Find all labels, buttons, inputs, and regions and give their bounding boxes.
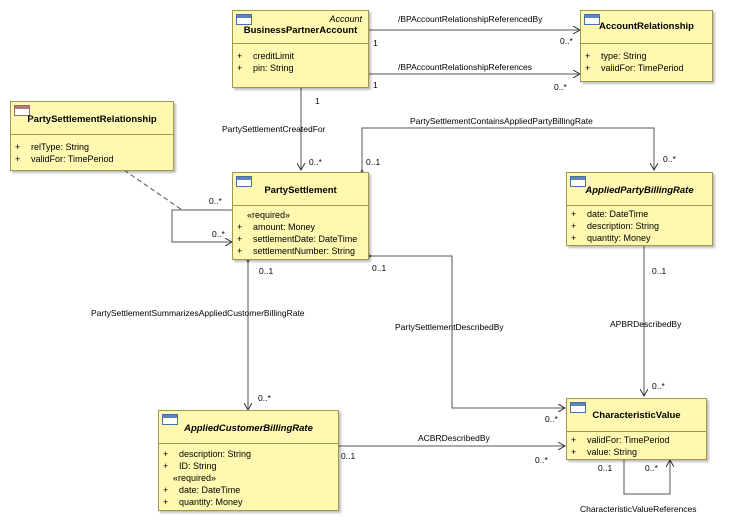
- class-attribute: +quantity: Money: [163, 497, 243, 507]
- multiplicity-label: 0..1: [598, 463, 613, 473]
- assoc-label-contains-apbr: PartySettlementContainsAppliedPartyBilli…: [410, 116, 593, 126]
- class-characteristic-value[interactable]: CharacteristicValue +validFor: TimePerio…: [566, 398, 707, 460]
- class-icon: [236, 14, 252, 25]
- class-attribute: +validFor: TimePeriod: [585, 63, 684, 73]
- assoc-label-described-by: PartySettlementDescribedBy: [395, 322, 504, 332]
- multiplicity-label: 0..*: [545, 414, 558, 424]
- assoc-contains-apbr-line: [362, 127, 654, 170]
- assoc-ps-self-line: [171, 209, 232, 242]
- assoc-label-created-for: PartySettlementCreatedFor: [222, 124, 326, 134]
- multiplicity-label: 0..*: [560, 36, 573, 46]
- multiplicity-label: 0..1: [652, 266, 667, 276]
- class-attribute: +settlementNumber: String: [237, 246, 356, 256]
- class-name: AppliedCustomerBillingRate: [184, 423, 313, 434]
- multiplicity-label: 0..*: [652, 381, 665, 391]
- assoc-label-references: /BPAccountRelationshipReferences: [398, 62, 533, 72]
- class-attribute: +amount: Money: [237, 222, 316, 232]
- assoc-label-cv-references: CharacteristicValueReferences: [580, 504, 697, 514]
- multiplicity-label: 0..*: [535, 455, 548, 465]
- class-name: AppliedPartyBillingRate: [585, 185, 694, 196]
- class-attribute: +type: String: [585, 51, 647, 61]
- assoc-label-referenced-by: /BPAccountRelationshipReferencedBy: [398, 14, 543, 24]
- assoc-label-apbr-described-by: APBRDescribedBy: [610, 319, 682, 329]
- class-attribute: +pin: String: [237, 63, 294, 73]
- class-attribute: +date: DateTime: [163, 485, 241, 495]
- class-attribute: +ID: String: [163, 461, 217, 471]
- stereotype-group-label: «required»: [247, 210, 291, 220]
- class-attribute: +description: String: [571, 221, 660, 231]
- class-icon: [584, 14, 600, 25]
- multiplicity-label: 0..*: [645, 463, 658, 473]
- multiplicity-label: 0..1: [259, 266, 274, 276]
- class-name: CharacteristicValue: [592, 410, 681, 421]
- multiplicity-label: 0..1: [366, 157, 381, 167]
- class-name: PartySettlementRelationship: [27, 114, 157, 125]
- class-party-settlement-relationship[interactable]: PartySettlementRelationship +relType: St…: [10, 101, 174, 171]
- class-stereotype: Account: [329, 14, 362, 24]
- class-attribute: +validFor: TimePeriod: [571, 435, 670, 445]
- class-icon: [570, 176, 586, 187]
- class-attribute: +quantity: Money: [571, 233, 651, 243]
- class-applied-customer-billing-rate[interactable]: AppliedCustomerBillingRate +description:…: [158, 410, 339, 511]
- class-attribute: +date: DateTime: [571, 209, 649, 219]
- class-attribute: +relType: String: [15, 142, 90, 152]
- multiplicity-label: 0..1: [372, 263, 387, 273]
- stereotype-group-label: «required»: [173, 473, 217, 483]
- multiplicity-label: 0..*: [309, 157, 322, 167]
- assoc-described-by-line: [371, 256, 565, 408]
- class-attribute: +settlementDate: DateTime: [237, 234, 358, 244]
- class-account-relationship[interactable]: AccountRelationship +type: String +valid…: [580, 10, 713, 82]
- multiplicity-label: 1: [315, 96, 320, 106]
- class-attribute: +value: String: [571, 447, 638, 457]
- multiplicity-label: 0..*: [209, 196, 222, 206]
- class-name: PartySettlement: [264, 185, 337, 196]
- multiplicity-label: 0..*: [663, 154, 676, 164]
- class-party-settlement[interactable]: PartySettlement «required» +amount: Mone…: [232, 172, 369, 260]
- assoc-label-summarizes-acbr: PartySettlementSummarizesAppliedCustomer…: [91, 308, 305, 318]
- assoc-label-acbr-described-by: ACBRDescribedBy: [418, 433, 490, 443]
- multiplicity-label: 0..*: [554, 82, 567, 92]
- class-business-partner-account[interactable]: Account BusinessPartnerAccount +creditLi…: [232, 10, 369, 88]
- class-icon: [570, 402, 586, 413]
- class-name: BusinessPartnerAccount: [243, 25, 358, 36]
- assoc-cv-references-line: [623, 460, 670, 495]
- class-name: AccountRelationship: [598, 21, 694, 32]
- class-icon: [162, 414, 178, 425]
- multiplicity-label: 0..1: [341, 451, 356, 461]
- class-applied-party-billing-rate[interactable]: AppliedPartyBillingRate +date: DateTime …: [566, 172, 713, 246]
- multiplicity-label: 1: [373, 38, 378, 48]
- class-attribute: +creditLimit: [237, 51, 295, 61]
- class-icon: [236, 176, 252, 187]
- multiplicity-label: 0..*: [258, 393, 271, 403]
- class-attribute: +validFor: TimePeriod: [15, 154, 114, 164]
- class-icon: [14, 105, 30, 116]
- multiplicity-label: 1: [373, 80, 378, 90]
- assoc-class-dashed-link: [123, 169, 183, 211]
- multiplicity-label: 0..*: [212, 229, 225, 239]
- class-attribute: +description: String: [163, 449, 252, 459]
